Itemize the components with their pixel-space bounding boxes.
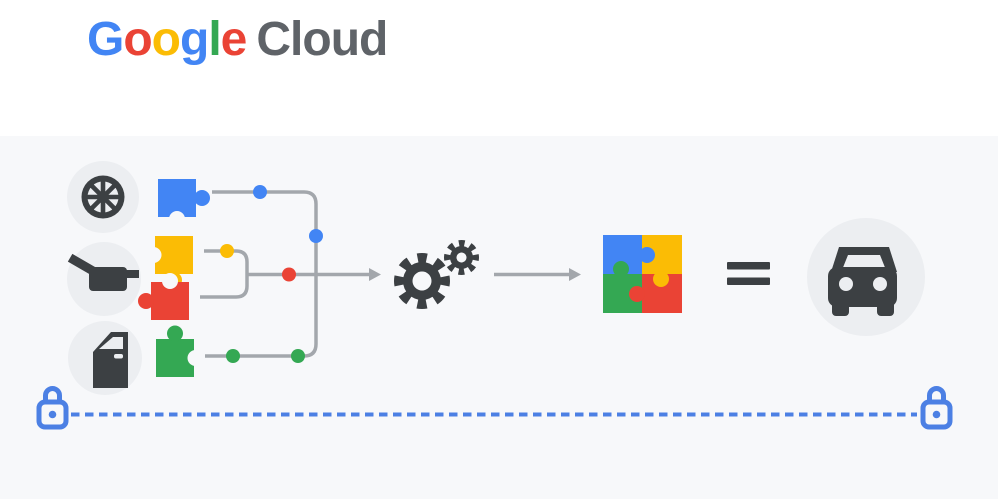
equals-sign (727, 262, 770, 285)
data-dot-green-2 (291, 349, 305, 363)
google-logo-text: Google (87, 13, 247, 66)
cloud-logo-text: Cloud (256, 13, 388, 66)
red-piece-tab (138, 293, 154, 309)
wheel-hub (97, 191, 109, 203)
blue-piece-notch (169, 211, 185, 227)
lock-left-keyhole (48, 410, 57, 419)
puzzle-piece-red (138, 273, 189, 320)
puzzle-piece-green (156, 325, 204, 377)
wheel-icon (81, 175, 125, 219)
flow-arrow-1-head (369, 268, 381, 281)
gears-icon (394, 240, 479, 309)
lock-icon-right (920, 386, 953, 430)
exhaust-pipe-right (126, 270, 139, 278)
lock-icon-left (36, 386, 69, 430)
green-piece-notch (187, 350, 204, 366)
data-dot-green-1 (226, 349, 240, 363)
data-dot-red (282, 267, 296, 282)
lock-right-keyhole (932, 410, 941, 419)
car-icon (828, 247, 897, 316)
yellow-piece-notch (145, 247, 162, 263)
assembled-blue-knob (639, 247, 655, 263)
exhaust-icon (67, 253, 139, 291)
assembled-yellow-knob (653, 271, 669, 287)
puzzle-piece-blue (158, 179, 210, 227)
data-dot-yellow (220, 244, 234, 258)
assembled-green-knob (613, 261, 629, 277)
car-body (828, 267, 897, 307)
car-headlight-left (839, 277, 853, 291)
data-dot-blue-2 (309, 229, 323, 243)
green-piece-tab (167, 325, 183, 342)
red-piece-notch (162, 273, 178, 289)
door-icon (93, 332, 128, 388)
connector-yellow-red (200, 249, 249, 299)
assembled-red-knob (629, 286, 645, 302)
lock-left-shackle (43, 386, 62, 403)
door-window (99, 337, 123, 349)
car-headlight-right (873, 277, 887, 291)
car-windshield-glass (843, 255, 885, 268)
puzzle-piece-yellow (145, 236, 193, 288)
big-gear (394, 253, 450, 309)
blue-piece-tab (194, 190, 210, 206)
door-handle (114, 354, 123, 359)
small-gear (444, 240, 479, 275)
assembled-puzzle (603, 235, 682, 313)
lock-right-body (920, 399, 953, 430)
lock-left-body (36, 399, 69, 430)
data-dot-blue-1 (253, 185, 267, 199)
flow-arrow-2-head (569, 268, 581, 281)
exhaust-body (89, 267, 127, 291)
lock-right-shackle (927, 386, 946, 403)
